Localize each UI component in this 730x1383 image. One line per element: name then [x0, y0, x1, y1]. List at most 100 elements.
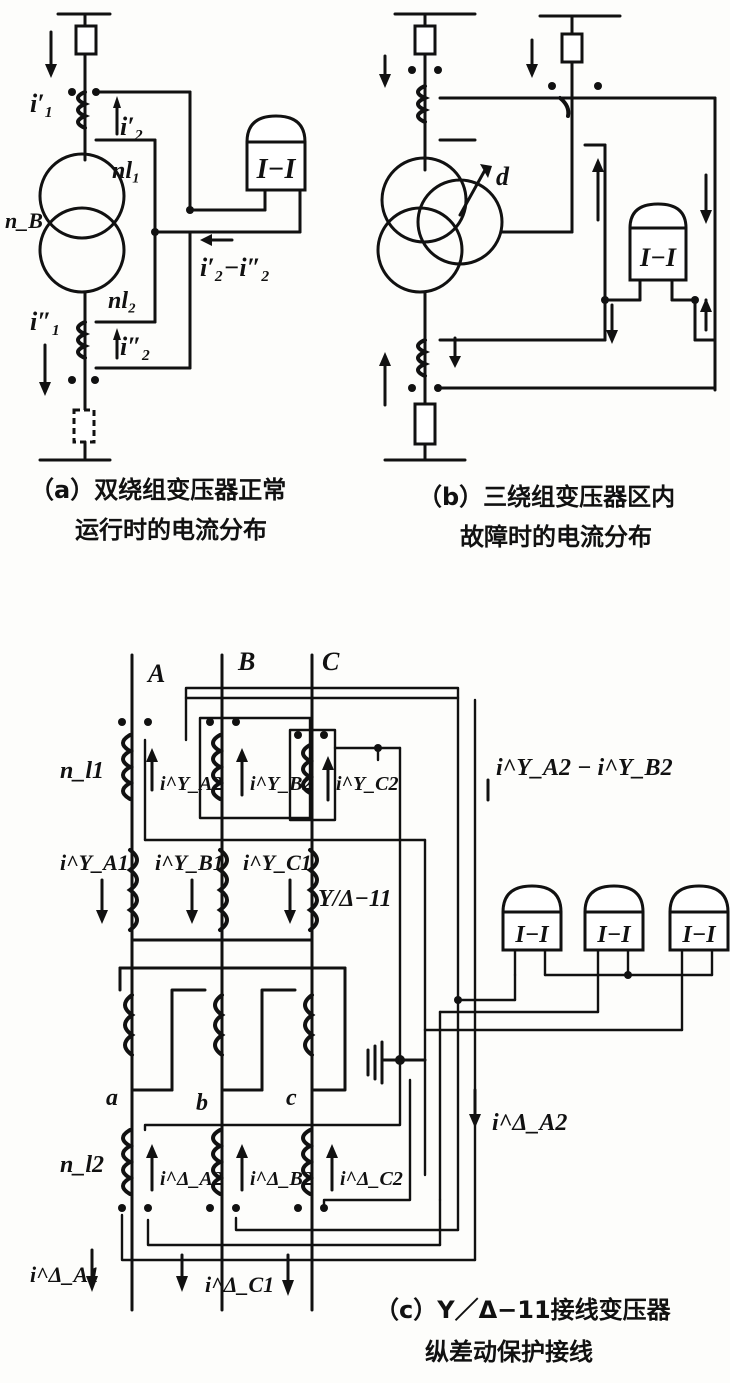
ct-coil-C-bottom	[301, 1128, 315, 1196]
polarity-dot	[408, 66, 416, 74]
label-connection: Y/Δ−11	[318, 886, 392, 912]
arrow-head	[480, 164, 492, 178]
transformer-winding-b2	[376, 206, 464, 294]
arrow-head	[200, 234, 212, 246]
junction-dot	[454, 996, 462, 1004]
caption-c-line1: （c）Y／Δ−11接线变压器	[375, 1296, 672, 1324]
arrow-head	[96, 910, 108, 924]
caption-b-line2: 故障时的电流分布	[460, 523, 652, 551]
label-iC2D: i^Δ_C2	[340, 1168, 403, 1190]
arrow-head	[592, 158, 604, 172]
polarity-dot	[118, 1204, 126, 1212]
arrow-head	[379, 74, 391, 88]
ct-wire-bottom	[120, 1213, 477, 1262]
label-iB1Y: i^Y_B1	[155, 850, 224, 875]
label-nl2: n_l2	[60, 1152, 104, 1178]
relay-c2	[583, 884, 645, 952]
ct-coil-B-bottom	[211, 1128, 225, 1196]
ct-wire-bottom	[322, 1078, 412, 1210]
label-iA1Y: i^Y_A1	[60, 850, 129, 875]
panel-b: d I−I （b）三绕组变压器区内	[376, 12, 717, 551]
arrow-head	[236, 1144, 248, 1158]
breaker-bottom-b	[413, 402, 437, 446]
caption-a-line1: （a）双绕组变压器正常	[30, 476, 286, 504]
arrow-head	[186, 910, 198, 924]
arrow-head	[449, 356, 461, 368]
label-iA2D: i^Δ_A2	[160, 1168, 223, 1190]
polarity-dot	[68, 88, 76, 96]
breaker-top-b1	[413, 24, 437, 56]
ct-coil-b2	[558, 96, 571, 118]
winding-Y-B	[216, 848, 229, 932]
arrow-head	[526, 64, 538, 78]
arrow-head	[113, 96, 121, 108]
polarity-dot	[434, 66, 442, 74]
caption-c-line2: 纵差动保护接线	[425, 1338, 593, 1366]
arrow-head	[113, 328, 121, 340]
label-nl1: nl₁	[112, 158, 140, 184]
label-iB2D: i^Δ_B2	[250, 1168, 313, 1190]
relay-c3-label: I−I	[681, 922, 717, 948]
transformer-winding-b3	[416, 178, 504, 266]
ct-wire-bottom	[234, 1216, 460, 1232]
panel-c: A B C n_l1 i^Y_A2 i^Y_B2	[30, 647, 730, 1366]
polarity-dot	[294, 731, 302, 739]
arrow-head	[284, 910, 296, 924]
arrow-head	[606, 330, 618, 344]
polarity-dot	[118, 718, 126, 726]
polarity-dot	[294, 1204, 302, 1212]
label-i2-prime: i′₂	[120, 112, 144, 141]
ct-coil-A-bottom	[121, 1128, 135, 1196]
label-nl2: nl₂	[108, 288, 136, 314]
polarity-dot	[68, 376, 76, 384]
arrow-head	[326, 1144, 338, 1158]
arrow-head	[700, 298, 712, 312]
caption-b-line1: （b）三绕组变压器区内	[418, 483, 675, 511]
ct-coil-bottom-a	[76, 320, 91, 360]
polarity-dot	[144, 1204, 152, 1212]
ct-coil-A-top	[121, 733, 135, 801]
arrow-head	[322, 756, 334, 770]
ct-loop-top	[184, 686, 460, 700]
label-iC1D: i^Δ_C1	[205, 1272, 274, 1297]
delta-connection	[310, 966, 347, 1092]
panel-a: I−I i′₁ i′₂ nl₁ n_B i′₂−i″₂ nl₂ i″₁ i″₂ …	[5, 12, 307, 544]
polarity-dot	[232, 718, 240, 726]
delta-connection	[170, 988, 207, 1092]
ct-loop-c	[288, 728, 337, 822]
label-iA2Y: i^Y_A2	[160, 773, 223, 795]
caption-a-line2: 运行时的电流分布	[75, 516, 267, 544]
arrow-head	[236, 748, 248, 762]
winding-delta-a	[123, 993, 136, 1057]
label-phase-a: a	[106, 1085, 118, 1111]
label-phase-c: c	[286, 1085, 297, 1111]
label-iB2Y: i^Y_B2	[250, 773, 313, 795]
label-diff-Y: i^Y_A2 − i^Y_B2	[496, 755, 673, 781]
label-iC2Y: i^Y_C2	[336, 773, 399, 795]
relay-c2-label: I−I	[596, 922, 632, 948]
label-iA2D-right: i^Δ_A2	[492, 1110, 567, 1136]
arrow-head	[86, 1276, 98, 1292]
ct-loop-bc	[198, 716, 312, 820]
ct-wire-bottom	[143, 1058, 402, 1132]
polarity-dot	[206, 718, 214, 726]
relay-a	[245, 114, 307, 192]
label-phase-C: C	[322, 647, 340, 676]
transformer-winding-top-a	[38, 152, 126, 240]
polarity-dot	[408, 384, 416, 392]
ct-wire-bottom	[146, 1218, 442, 1247]
arrow-head	[39, 382, 51, 396]
polarity-dot	[548, 82, 556, 90]
polarity-dot	[320, 731, 328, 739]
label-phase-B: B	[237, 647, 255, 676]
relay-b-label: I−I	[639, 243, 677, 272]
relay-a-label: I−I	[256, 154, 297, 185]
arrow-head	[469, 1114, 481, 1128]
delta-connection	[260, 988, 297, 1092]
label-nB: n_B	[5, 208, 43, 233]
relay-b	[628, 202, 688, 282]
polarity-dot	[594, 82, 602, 90]
transformer-winding-bottom-a	[38, 206, 126, 294]
arrow-head	[146, 1144, 158, 1158]
